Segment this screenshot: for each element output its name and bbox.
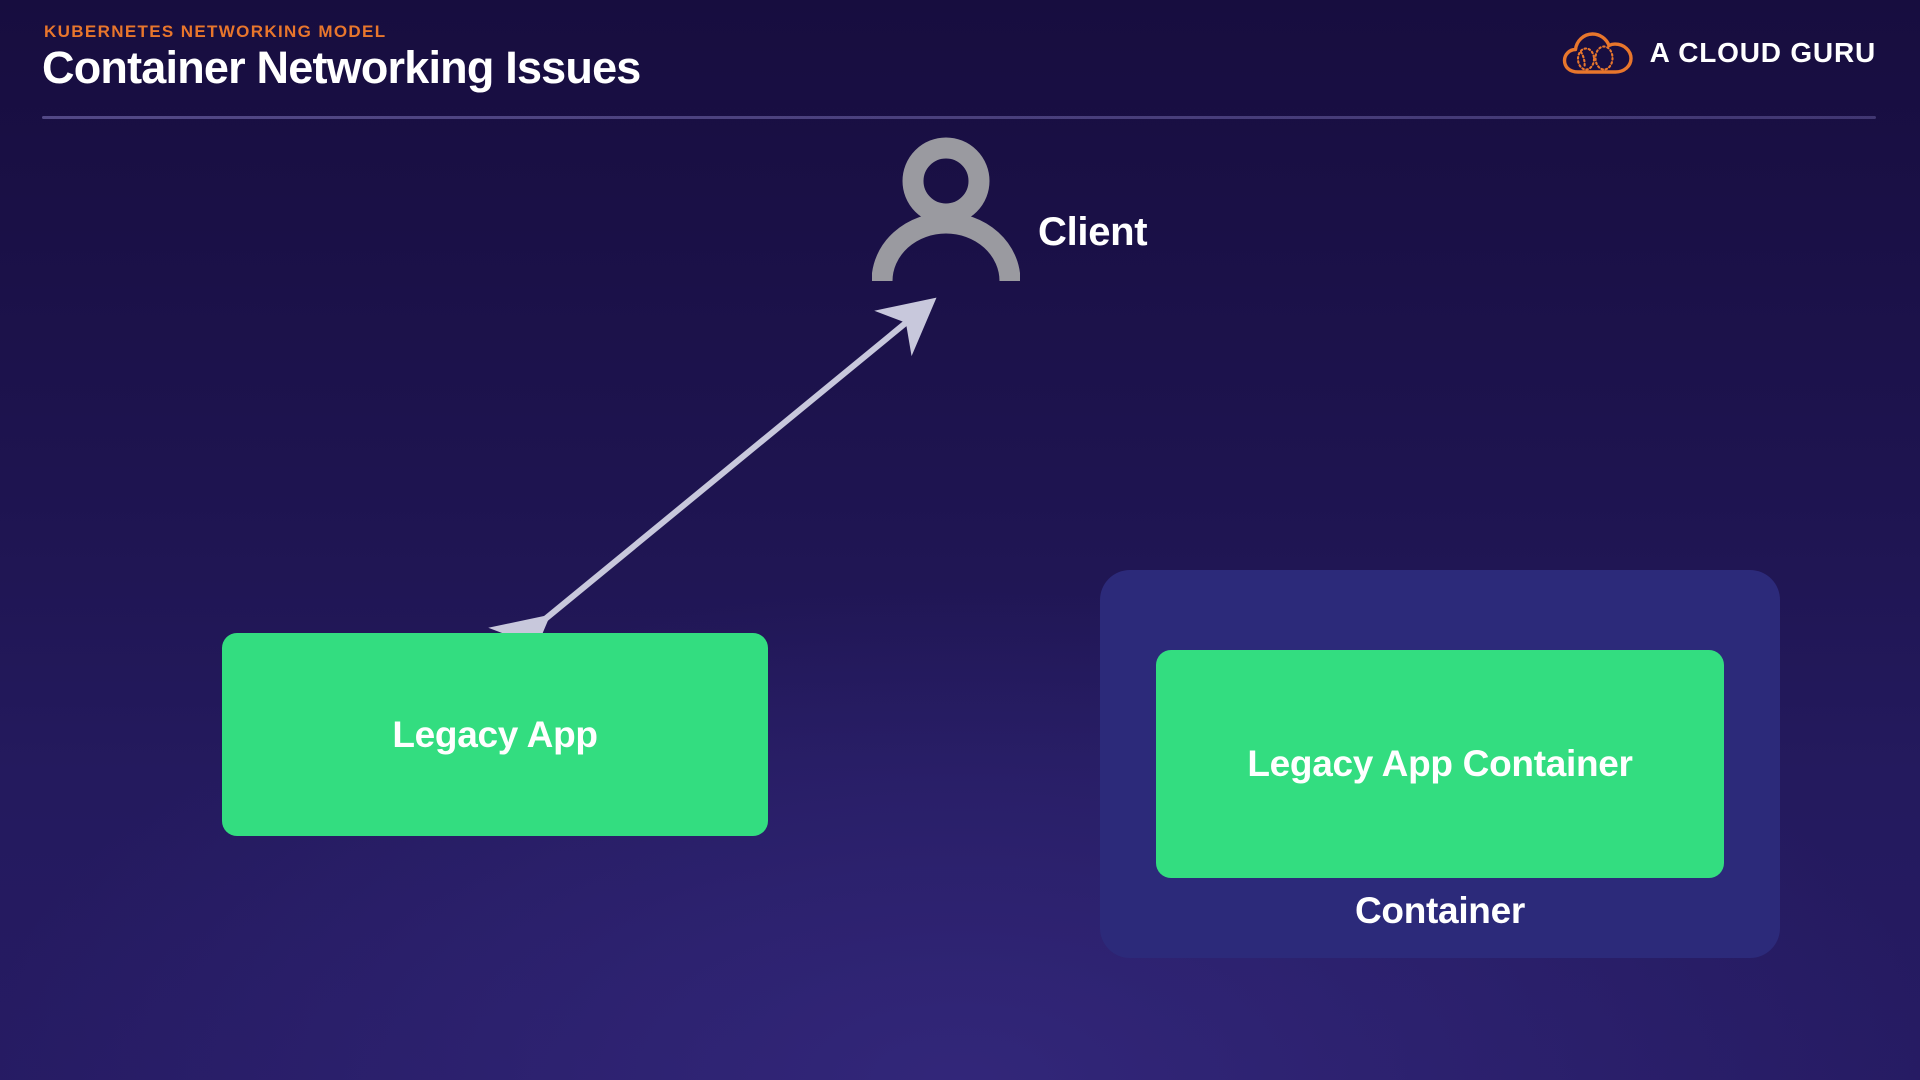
- legacy-app-container-box: Legacy App Container: [1156, 650, 1724, 878]
- client-label: Client: [1038, 209, 1148, 254]
- cloud-logo-icon: [1562, 32, 1633, 74]
- page-title: Container Networking Issues: [42, 42, 641, 93]
- container-caption-label: Container: [1355, 890, 1525, 931]
- brand-name-label: A CLOUD GURU: [1649, 37, 1876, 68]
- slide-header: KUBERNETES NETWORKING MODEL Container Ne…: [0, 0, 1920, 119]
- legacy-app-label: Legacy App: [392, 713, 598, 755]
- course-eyebrow-label: KUBERNETES NETWORKING MODEL: [44, 22, 387, 41]
- double-headed-arrow-icon: [488, 297, 937, 674]
- header-divider: [42, 116, 1876, 119]
- legacy-app-box: Legacy App: [222, 633, 768, 836]
- person-icon: [872, 137, 1020, 282]
- brand-logo: A CLOUD GURU: [1562, 28, 1876, 78]
- legacy-app-container-label: Legacy App Container: [1247, 743, 1633, 784]
- client-actor: Client: [872, 135, 1148, 287]
